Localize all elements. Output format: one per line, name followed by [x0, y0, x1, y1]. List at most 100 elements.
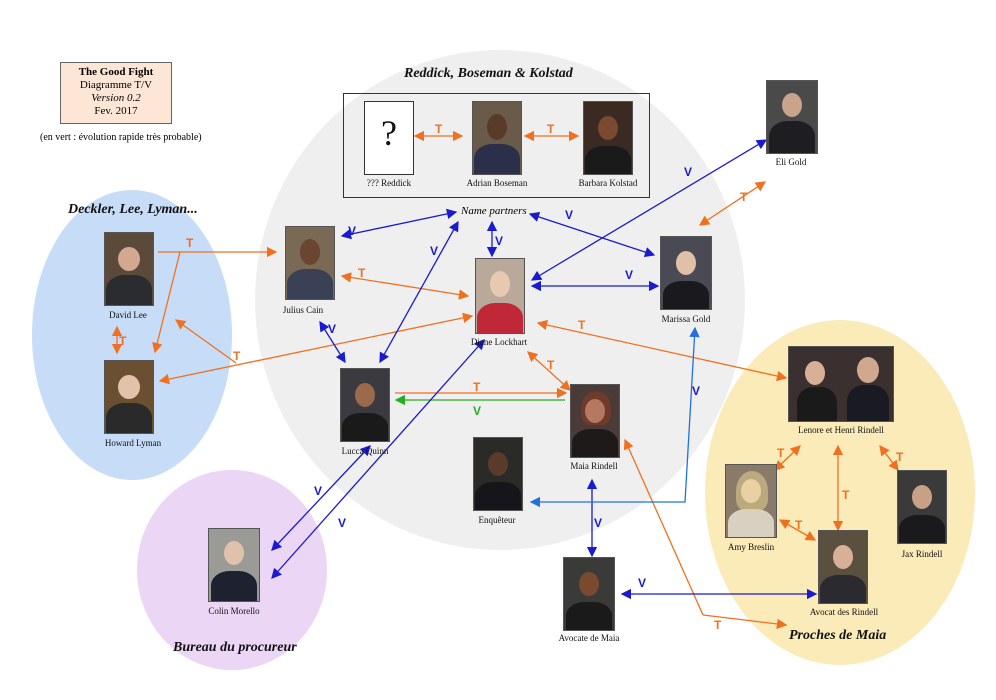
reddick-caption: ??? Reddick — [366, 178, 412, 188]
lucca-portrait[interactable] — [340, 368, 390, 442]
jax-portrait[interactable] — [897, 470, 947, 544]
colin-caption: Colin Morello — [208, 606, 260, 616]
eli-face — [782, 93, 802, 117]
letter-t-david-howard: T — [119, 334, 127, 348]
howard-face — [118, 375, 140, 399]
jax-face — [912, 485, 932, 509]
link-diane-colin — [271, 339, 485, 579]
maia-caption: Maia Rindell — [570, 461, 618, 471]
letter-v-julius-lucca: V — [328, 322, 337, 336]
diane-portrait[interactable] — [475, 258, 525, 334]
eli-caption: Eli Gold — [775, 157, 807, 167]
lucca-face — [355, 383, 375, 407]
marissa-body — [663, 281, 709, 309]
colin-face — [224, 541, 244, 565]
marissa-portrait[interactable] — [660, 236, 712, 310]
enqueteur-portrait[interactable] — [473, 437, 523, 511]
letter-v-lucca-colin: V — [314, 484, 323, 498]
lucca-body — [342, 413, 388, 441]
boseman-portrait[interactable] — [472, 101, 522, 175]
avocate-face — [579, 572, 599, 596]
david-caption: David Lee — [109, 310, 147, 320]
link-amy-avocat — [778, 519, 817, 541]
letter-t-amy-avocat: T — [795, 518, 803, 532]
avocate-caption: Avocate de Maia — [558, 633, 620, 643]
firm-group-title: Reddick, Boseman & Kolstad — [404, 66, 573, 81]
link-rindells-jax — [879, 444, 899, 472]
link-diane-howard — [158, 312, 474, 385]
avocat-face — [833, 545, 853, 569]
note-version: Version 0.2 — [91, 92, 141, 104]
boseman-caption: Adrian Boseman — [466, 178, 528, 188]
colin-portrait[interactable] — [208, 528, 260, 602]
eli-portrait[interactable] — [766, 80, 818, 154]
link-cross-david — [174, 319, 237, 364]
link-julius-partners — [340, 208, 458, 240]
amy-caption: Amy Breslin — [727, 542, 775, 552]
howard-body — [106, 403, 152, 433]
diane-face — [490, 271, 510, 297]
amy-portrait[interactable] — [725, 464, 777, 538]
diane-caption: Diane Lockhart — [470, 337, 528, 347]
lenore-face — [805, 361, 825, 385]
kolstad-portrait[interactable] — [583, 101, 633, 175]
julius-portrait[interactable] — [285, 226, 335, 300]
letter-t-diane-maia: T — [547, 358, 555, 372]
deckler-group-title: Deckler, Lee, Lyman... — [68, 202, 198, 217]
letter-t-david-julius: T — [186, 236, 194, 250]
jax-caption: Jax Rindell — [901, 549, 943, 559]
rindells-portrait[interactable] — [788, 346, 894, 422]
marissa-face — [676, 251, 696, 275]
avocate-portrait[interactable] — [563, 557, 615, 631]
letter-t-julius-diane: T — [358, 266, 366, 280]
letter-v-lucca-maia: V — [473, 404, 482, 418]
eli-body — [769, 121, 815, 153]
amy-body — [728, 509, 774, 537]
letter-v-avocate-avocat: V — [638, 576, 647, 590]
link-partners-lucca — [379, 220, 459, 364]
letter-t-eli-marissa: T — [740, 190, 748, 204]
link-diane-eli — [530, 139, 768, 281]
letter-v-diane-colin: V — [338, 516, 347, 530]
avocat-portrait[interactable] — [818, 530, 868, 604]
link-marissa-enqueteur — [529, 326, 700, 508]
letter-t-lucca-maia: T — [473, 380, 481, 394]
maia-hair — [581, 391, 611, 425]
kolstad-body — [585, 146, 631, 174]
julius-face — [300, 239, 320, 265]
enqueteur-face — [488, 452, 508, 476]
maia-body — [572, 429, 618, 457]
letter-v-marissa-enqueteur: V — [692, 384, 701, 398]
letter-v-partners-diane: V — [495, 234, 504, 248]
link-eli-marissa — [698, 181, 767, 226]
howard-portrait[interactable] — [104, 360, 154, 434]
link-maia-proches-end — [702, 614, 788, 630]
letter-t-rindells-jax: T — [896, 450, 904, 464]
reddick-portrait[interactable]: ? — [364, 101, 414, 175]
avocat-caption: Avocat des Rindell — [809, 607, 879, 617]
amy-hair — [736, 471, 768, 511]
note-subtitle: Diagramme T/V — [79, 79, 153, 91]
lenore-body — [797, 387, 837, 421]
howard-caption: Howard Lyman — [104, 438, 162, 448]
letter-t-maia-proches: T — [714, 618, 722, 632]
link-rindells-amy — [774, 445, 801, 471]
note-title: The Good Fight — [78, 66, 154, 78]
letter-v-julius-partners: V — [348, 224, 357, 238]
link-lucca-colin — [271, 445, 371, 551]
avocat-body — [820, 575, 866, 603]
link-diane-rindells — [536, 319, 788, 382]
henri-face — [857, 357, 879, 383]
diane-body — [477, 303, 523, 333]
letter-t-rindells-avocat: T — [842, 488, 850, 502]
david-portrait[interactable] — [104, 232, 154, 306]
julius-body — [287, 269, 333, 299]
question-mark-glyph: ? — [381, 113, 397, 153]
letter-t-rindells-amy: T — [777, 446, 785, 460]
letter-v-diane-eli: V — [684, 165, 693, 179]
maia-portrait[interactable] — [570, 384, 620, 458]
letter-t-boseman-kolstad: T — [547, 122, 555, 136]
henri-body — [847, 385, 889, 421]
lucca-caption: Lucca Quinn — [341, 446, 389, 456]
